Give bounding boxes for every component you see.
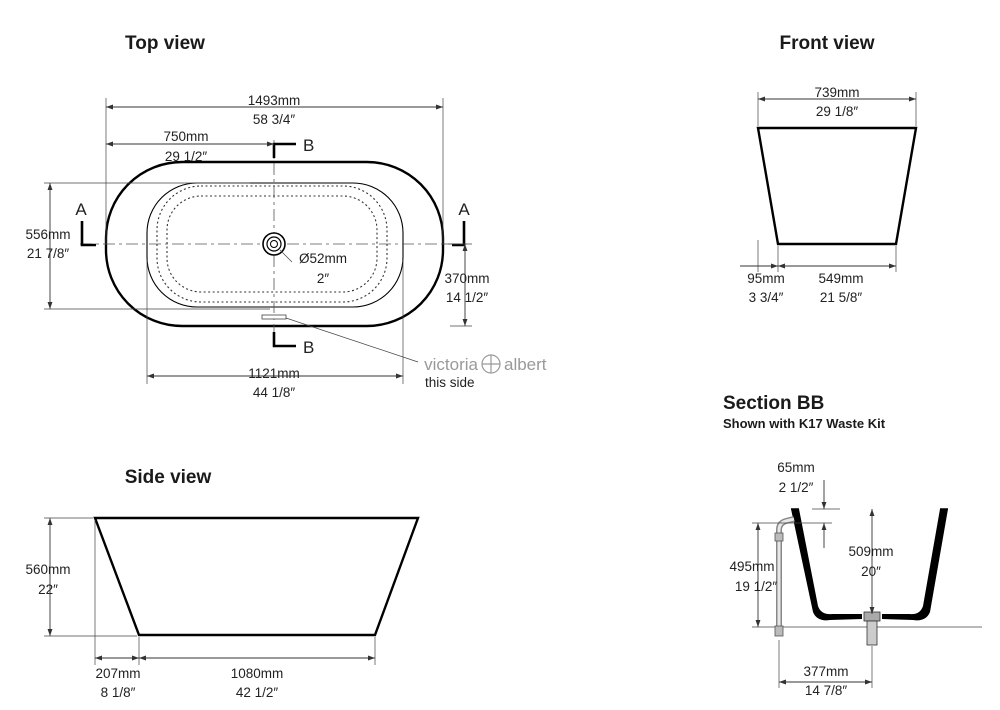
brand-victoria: victoria bbox=[424, 355, 478, 374]
section-right-wall bbox=[882, 509, 948, 621]
inner-length-in: 44 1/8″ bbox=[253, 385, 296, 400]
waste-pipe bbox=[866, 620, 878, 646]
top-view: Top view A A B B bbox=[25, 33, 546, 400]
inner-length-mm: 1121mm bbox=[248, 366, 300, 381]
side-height-in: 22″ bbox=[38, 582, 58, 597]
depth-in: 20″ bbox=[861, 564, 881, 579]
overall-length-in: 58 3/4″ bbox=[253, 112, 296, 127]
section-a-left-label: A bbox=[75, 200, 87, 219]
front-view-title: Front view bbox=[779, 33, 874, 54]
waste-inner bbox=[270, 240, 278, 248]
front-top-width-in: 29 1/8″ bbox=[816, 104, 859, 119]
brand-albert: albert bbox=[504, 355, 547, 374]
front-flare-in: 3 3/4″ bbox=[749, 290, 784, 305]
section-a-left-mark bbox=[80, 221, 96, 247]
overflow-drop-in: 2 1/2″ bbox=[779, 480, 814, 495]
section-b-top-mark bbox=[272, 142, 296, 158]
front-flare-mm: 95mm bbox=[747, 271, 785, 286]
logo-plate bbox=[261, 314, 287, 320]
side-height-mm: 560mm bbox=[25, 562, 70, 577]
tub-front-outline bbox=[756, 126, 918, 246]
side-base-length-mm: 1080mm bbox=[231, 666, 284, 681]
to-centre-in: 29 1/2″ bbox=[165, 149, 208, 164]
overflow-fitting bbox=[774, 532, 784, 542]
section-b-bottom-label: B bbox=[303, 338, 314, 357]
overall-width-in: 21 7/8″ bbox=[27, 246, 70, 261]
overflow-height-mm: 495mm bbox=[729, 559, 774, 574]
section-b-top-label: B bbox=[303, 136, 314, 155]
tub-side-outline bbox=[93, 516, 420, 637]
overall-length-mm: 1493mm bbox=[248, 93, 301, 108]
front-base-width-in: 21 5/8″ bbox=[820, 290, 863, 305]
section-bb: Section BB Shown with K17 Waste Kit 65mm bbox=[723, 393, 982, 698]
section-a-right-label: A bbox=[458, 200, 470, 219]
tub-inner-rim bbox=[146, 182, 404, 308]
brand-plus-icon bbox=[481, 354, 501, 374]
waste-to-pipe-mm: 377mm bbox=[803, 664, 848, 679]
section-left-wall bbox=[791, 509, 862, 621]
waste-offset-in: 14 1/2″ bbox=[446, 290, 489, 305]
section-bb-title: Section BB bbox=[723, 393, 824, 414]
front-base-width-mm: 549mm bbox=[818, 271, 863, 286]
side-view-title: Side view bbox=[125, 467, 212, 488]
front-top-width-mm: 739mm bbox=[814, 85, 859, 100]
overflow-pipe-highlight bbox=[777, 517, 795, 630]
side-view: Side view 560mm 22″ 207mm 8 1/8″ 1080mm … bbox=[25, 467, 420, 700]
tub-basin-inner-dotted bbox=[166, 195, 378, 293]
waste-leader bbox=[279, 249, 293, 263]
overall-width-mm: 556mm bbox=[25, 227, 70, 242]
waste-outer bbox=[262, 232, 286, 256]
overflow-height-in: 19 1/2″ bbox=[735, 579, 778, 594]
section-a-right-mark bbox=[452, 221, 466, 247]
waste-to-pipe-in: 14 7/8″ bbox=[805, 683, 848, 698]
side-flare-in: 8 1/8″ bbox=[101, 685, 136, 700]
side-base-length-in: 42 1/2″ bbox=[236, 685, 279, 700]
overflow-pipe-end bbox=[774, 625, 784, 637]
depth-mm: 509mm bbox=[848, 544, 893, 559]
waste-diameter-mm: Ø52mm bbox=[299, 251, 347, 266]
waste-mid bbox=[266, 236, 282, 252]
side-flare-mm: 207mm bbox=[95, 666, 140, 681]
section-b-bottom-mark bbox=[272, 332, 296, 348]
top-view-title: Top view bbox=[125, 33, 205, 54]
to-centre-mm: 750mm bbox=[163, 129, 208, 144]
waste-offset-mm: 370mm bbox=[444, 271, 489, 286]
brand-note: this side bbox=[425, 375, 475, 390]
waste-diameter-in: 2″ bbox=[317, 271, 330, 286]
overflow-drop-mm: 65mm bbox=[777, 460, 815, 475]
front-view: Front view 739mm 29 1/8″ 95mm 3 3/4″ 549… bbox=[740, 33, 918, 305]
logo-leader bbox=[285, 317, 419, 363]
section-bb-subtitle: Shown with K17 Waste Kit bbox=[723, 416, 886, 431]
